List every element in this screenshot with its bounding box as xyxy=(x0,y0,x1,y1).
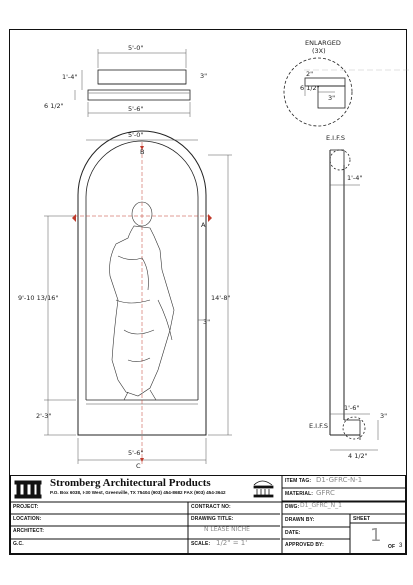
label-architect: ARCHITECT: xyxy=(13,528,44,534)
company-name: Stromberg Architectural Products xyxy=(50,477,211,489)
label-project: PROJECT: xyxy=(13,504,39,510)
detail-dim-6half: 6 1/2" xyxy=(300,84,320,92)
drawing-sheet-border xyxy=(9,29,407,555)
dim-top-side: 6 1/2" xyxy=(44,102,64,110)
dim-left-height: 9'-10 13/16" xyxy=(18,294,58,302)
side-dim-4half: 4 1/2" xyxy=(348,452,368,460)
label-drawing-title: DRAWING TITLE: xyxy=(191,516,234,522)
title-block: Stromberg Architectural Products P.O. Bo… xyxy=(10,475,406,554)
dim-right-height: 14'-8" xyxy=(211,294,231,302)
item-tag-value: D1-GFRC-N-1 xyxy=(316,476,363,484)
sheet-number: 1 xyxy=(370,525,382,546)
label-location: LOCATION: xyxy=(13,516,42,522)
label-gc: G.C. xyxy=(13,541,24,547)
title-block-grid xyxy=(10,475,406,554)
drawing-title-value: N LEASE NICHE xyxy=(204,526,250,533)
side-dim-3: 3" xyxy=(380,412,387,420)
label-item-tag: ITEM TAG: xyxy=(285,478,312,484)
label-material: MATERIAL: xyxy=(285,491,314,497)
label-date: DATE: xyxy=(285,530,301,536)
dim-left-bottom: 2'-3" xyxy=(36,412,51,420)
section-mark-b xyxy=(140,146,144,150)
section-mark-a xyxy=(208,214,212,222)
dim-bottom-width: 5'-6" xyxy=(128,449,143,457)
dim-top-lip: 3" xyxy=(200,72,207,80)
section-mark-c-bottom xyxy=(140,458,144,462)
enlarged-label: ENLARGED xyxy=(305,39,341,47)
statue-figure xyxy=(109,201,175,401)
scale-value: 1/2" = 1' xyxy=(216,539,248,547)
material-value: GFRC xyxy=(316,489,335,497)
sheet-total: 3 xyxy=(399,543,403,549)
dim-niche-width: 5'-0" xyxy=(128,131,143,139)
detail-dim-3: 3" xyxy=(328,94,335,102)
section-label-b: B xyxy=(140,148,144,156)
company-address: P.O. Box 6038, I-30 West, Greenville, TX… xyxy=(50,490,226,495)
stromberg-logo-right xyxy=(253,480,274,498)
side-dim-1-6: 1'-6" xyxy=(344,404,359,412)
stromberg-logo-left xyxy=(14,480,42,499)
enlarged-detail-circle xyxy=(283,57,353,127)
cap-base-outline xyxy=(87,89,191,101)
dim-top-bottom-width: 5'-6" xyxy=(128,105,143,113)
label-approved-by: APPROVED BY: xyxy=(285,542,324,548)
side-dim-1-4: 1'-4" xyxy=(347,174,362,182)
niche-inner xyxy=(85,140,199,400)
label-sheet: SHEET xyxy=(353,516,371,522)
label-dwg: DWG: xyxy=(285,504,300,510)
label-drawn-by: DRAWN BY: xyxy=(285,517,315,523)
note-eifs-top: E.I.F.S xyxy=(326,134,345,142)
dwg-value: D1_GFRC_N_1 xyxy=(300,502,342,509)
dim-top-width: 5'-0" xyxy=(128,44,143,52)
note-eifs-bottom: E.I.F.S xyxy=(309,422,328,430)
niche-outer xyxy=(77,130,207,436)
section-label-a: A xyxy=(201,221,206,229)
section-label-c: C xyxy=(136,462,141,470)
dim-top-height: 1'-4" xyxy=(62,73,77,81)
label-scale: SCALE: xyxy=(191,541,211,547)
label-of: OF xyxy=(388,544,396,550)
section-mark-c-left xyxy=(72,214,76,222)
label-contract-no: CONTRACT NO: xyxy=(191,504,231,510)
cap-top-outline xyxy=(97,69,187,85)
dim-right-3: 3" xyxy=(203,318,210,326)
enlarged-scale: (3X) xyxy=(312,47,326,55)
detail-dim-2: 2" xyxy=(306,70,313,78)
